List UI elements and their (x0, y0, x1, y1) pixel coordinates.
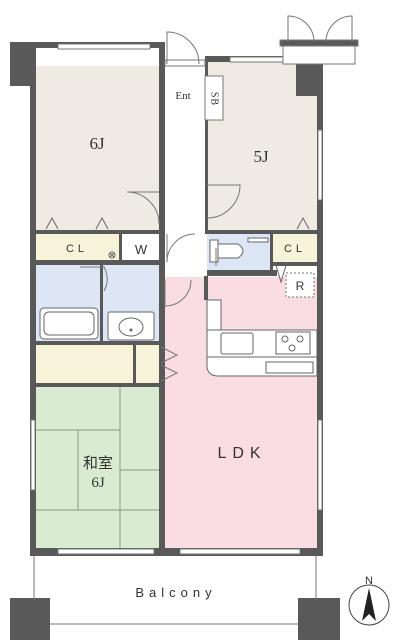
entrance-floor (165, 66, 205, 122)
exterior-hatch (279, 15, 359, 65)
bedroom-west-label: 6J (89, 134, 105, 153)
closet-markers (45, 216, 310, 284)
refrigerator-space (285, 272, 315, 298)
drain-mark (108, 251, 116, 259)
refrigerator-label: R (296, 279, 305, 293)
toilet (209, 237, 269, 263)
entrance-label: Ent (175, 90, 190, 102)
closet-west-floor (36, 234, 119, 260)
tatami-lines (36, 387, 159, 548)
storage-small-floor (136, 345, 159, 383)
bedroom-east-label: 5J (253, 147, 269, 166)
bathtub (39, 307, 99, 340)
door-swings[interactable] (80, 184, 241, 382)
corridor-floor (165, 122, 205, 272)
washroom-floor (121, 234, 159, 262)
balcony-rail (33, 556, 317, 625)
wash-basin (107, 311, 155, 341)
bedroom-west-floor (36, 66, 159, 232)
kitchen-sink (220, 332, 254, 355)
balcony-label: Balcony (135, 585, 216, 600)
ldk-label: LDK (217, 445, 266, 462)
stove (275, 331, 311, 355)
kitchen-counter (206, 299, 318, 377)
north-compass-icon: N (348, 575, 390, 626)
closet-west-label: CL (66, 243, 88, 255)
washitsu-floor (36, 387, 159, 548)
washitsu-size-label: 6J (91, 475, 105, 491)
shoe-box-label: SB (209, 92, 220, 106)
balcony-floor (30, 556, 320, 620)
compass-label: N (365, 575, 373, 587)
closet-east-floor (272, 234, 317, 262)
storage-floor (36, 345, 134, 383)
washroom-label: W (135, 242, 148, 257)
entrance-door[interactable] (164, 31, 206, 67)
closet-east-label: CL (284, 243, 306, 255)
shoe-box (204, 75, 224, 121)
washitsu-label: 和室 (83, 455, 113, 472)
